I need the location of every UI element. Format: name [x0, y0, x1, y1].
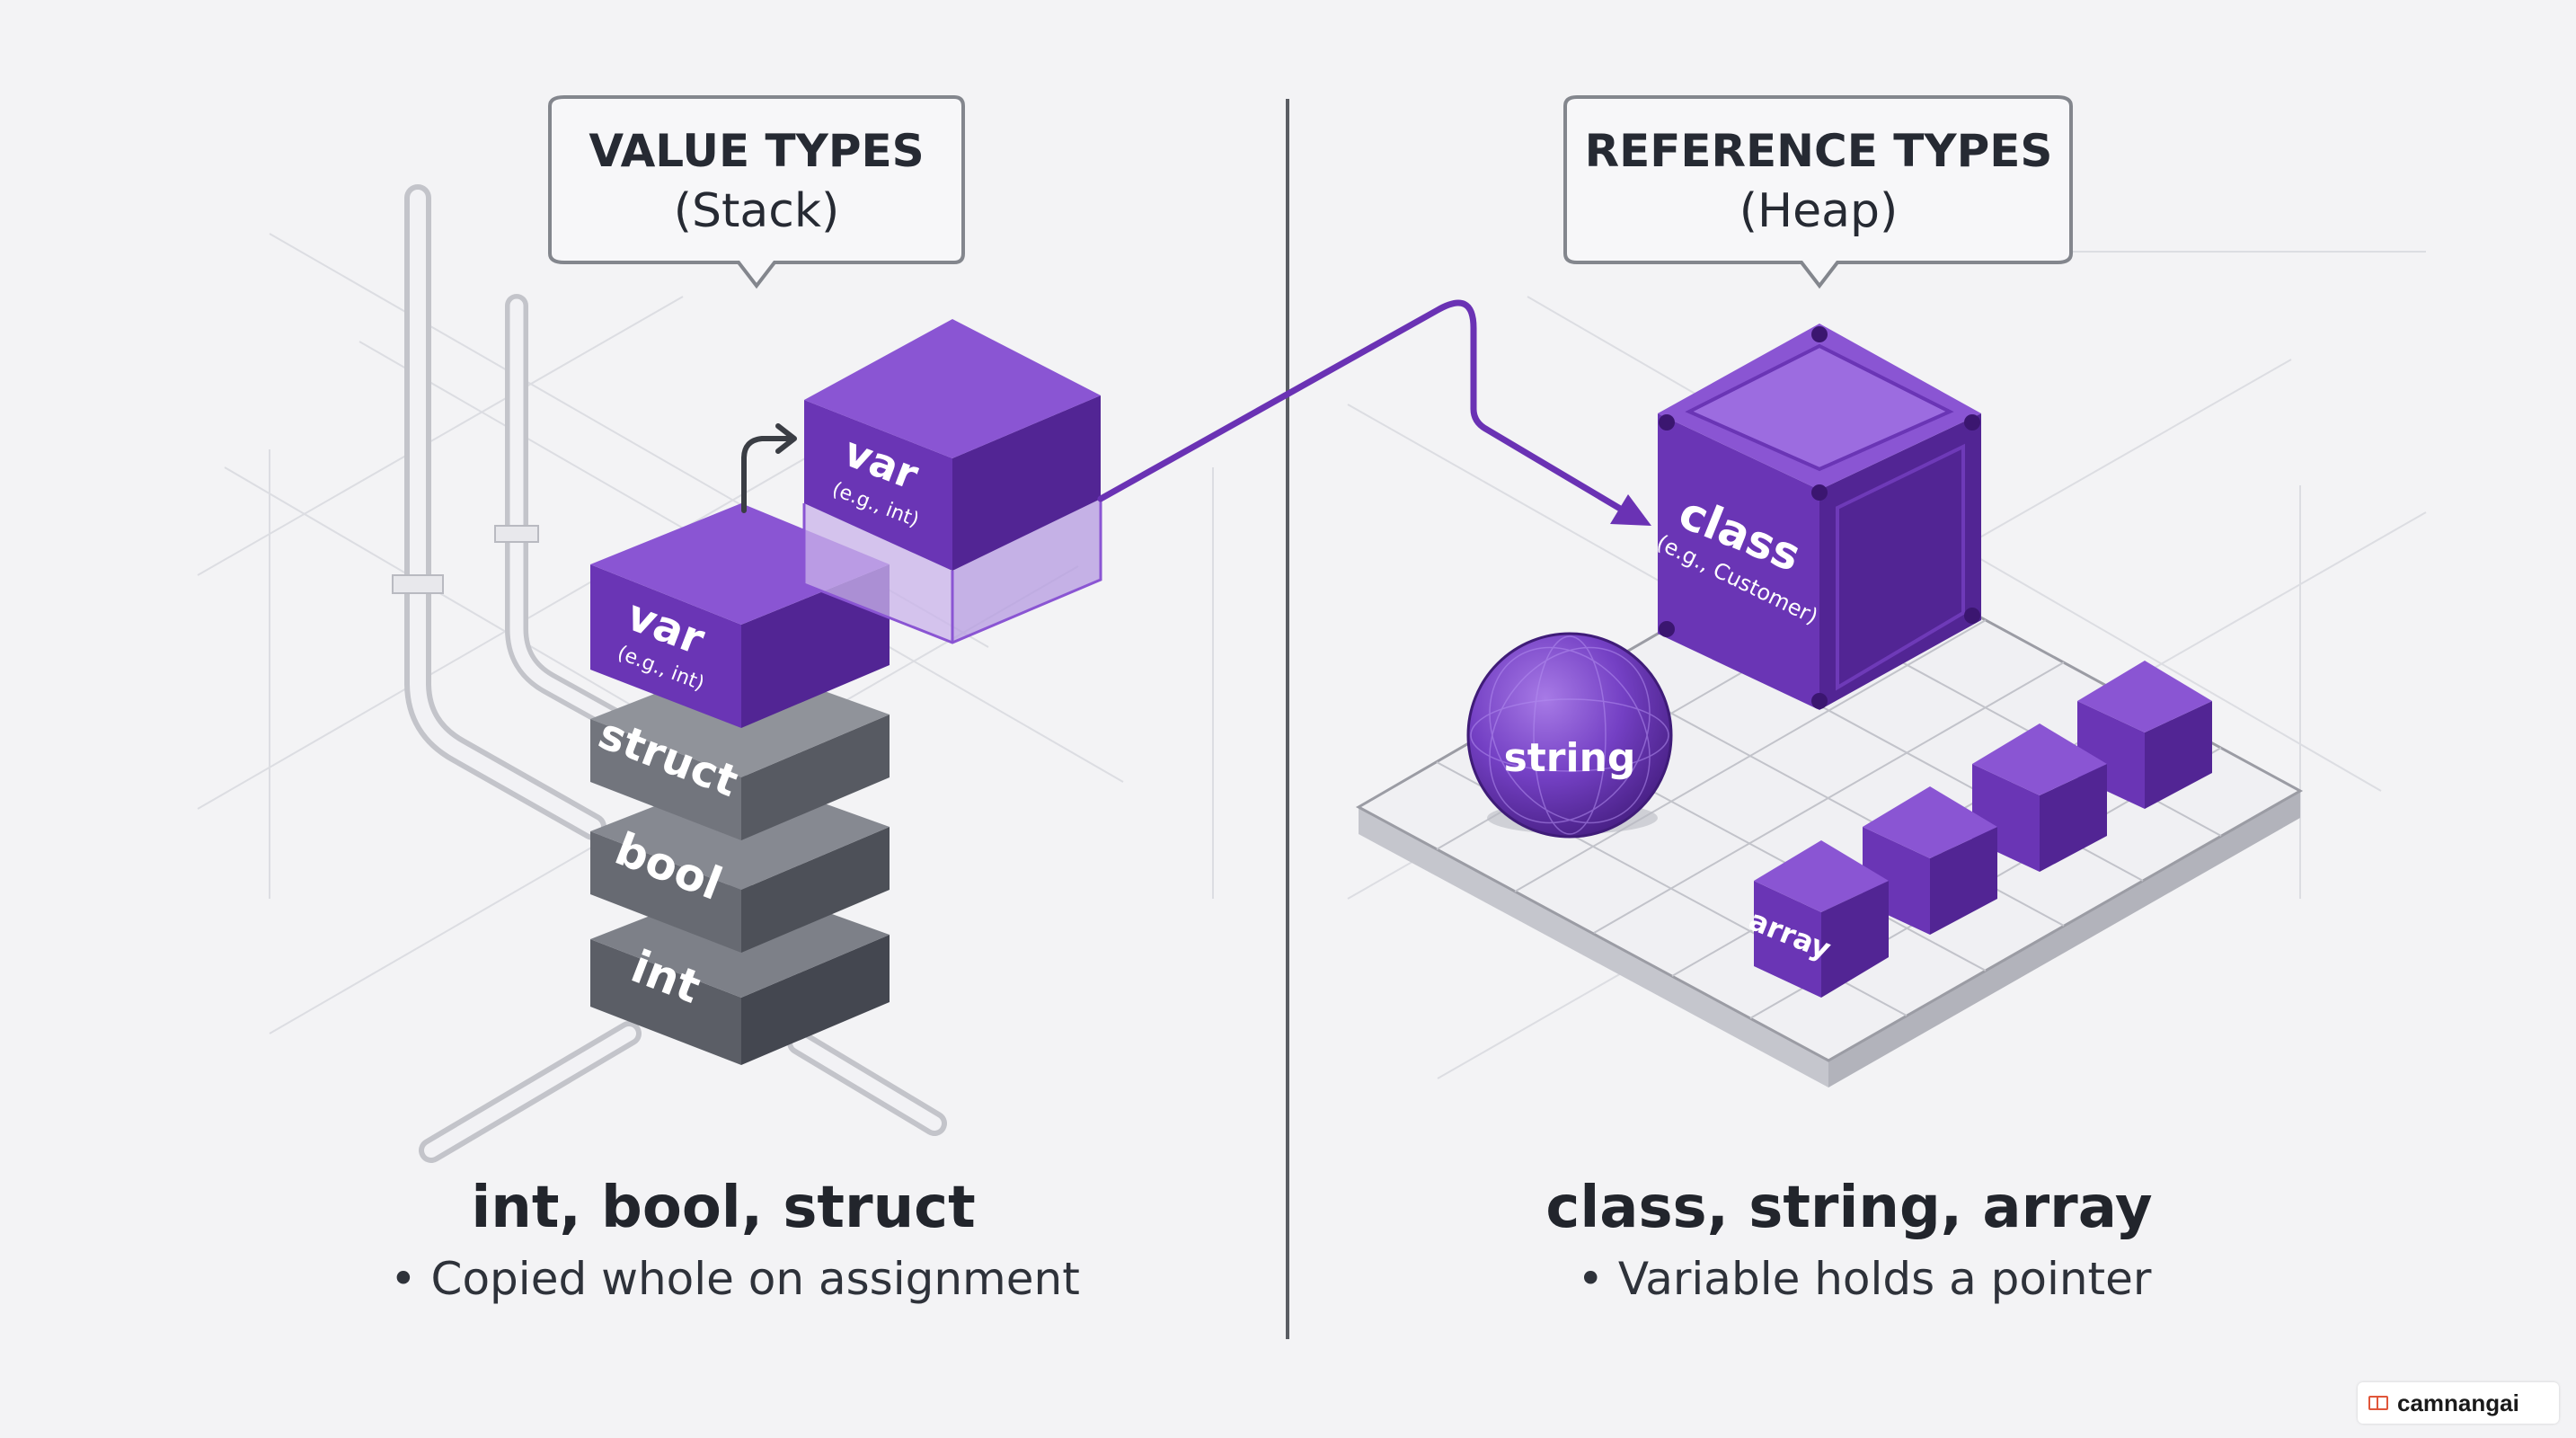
- array-cube-4: [2077, 661, 2212, 809]
- reference-types-subtitle: (Heap): [1739, 184, 1899, 238]
- book-icon: [2368, 1396, 2388, 1410]
- array-cube-1: array: [1744, 840, 1889, 998]
- value-types-footer-text: • Copied whole on assignment: [390, 1253, 1080, 1305]
- watermark: camnangai: [2358, 1382, 2559, 1424]
- string-label: string: [1504, 735, 1636, 781]
- watermark-text: camnangai: [2397, 1389, 2519, 1416]
- copied-var-cube: var (e.g., int): [802, 319, 1102, 644]
- value-types-callout: VALUE TYPES (Stack): [548, 95, 965, 289]
- copy-arrow-icon: [741, 423, 797, 513]
- reference-types-title: REFERENCE TYPES: [1585, 125, 2053, 177]
- class-cube: class (e.g., Customer): [1652, 324, 1981, 710]
- string-sphere: string: [1466, 632, 1673, 839]
- value-types-footer-title: int, bool, struct: [471, 1175, 975, 1241]
- reference-types-callout: REFERENCE TYPES (Heap): [1563, 95, 2073, 289]
- value-types-subtitle: (Stack): [674, 184, 840, 238]
- value-types-title: VALUE TYPES: [589, 125, 924, 177]
- pointer-arrow: [1097, 299, 1651, 526]
- reference-types-footer-text: • Variable holds a pointer: [1578, 1253, 2152, 1305]
- reference-types-footer-title: class, string, array: [1545, 1175, 2152, 1241]
- pipes: [392, 184, 947, 1163]
